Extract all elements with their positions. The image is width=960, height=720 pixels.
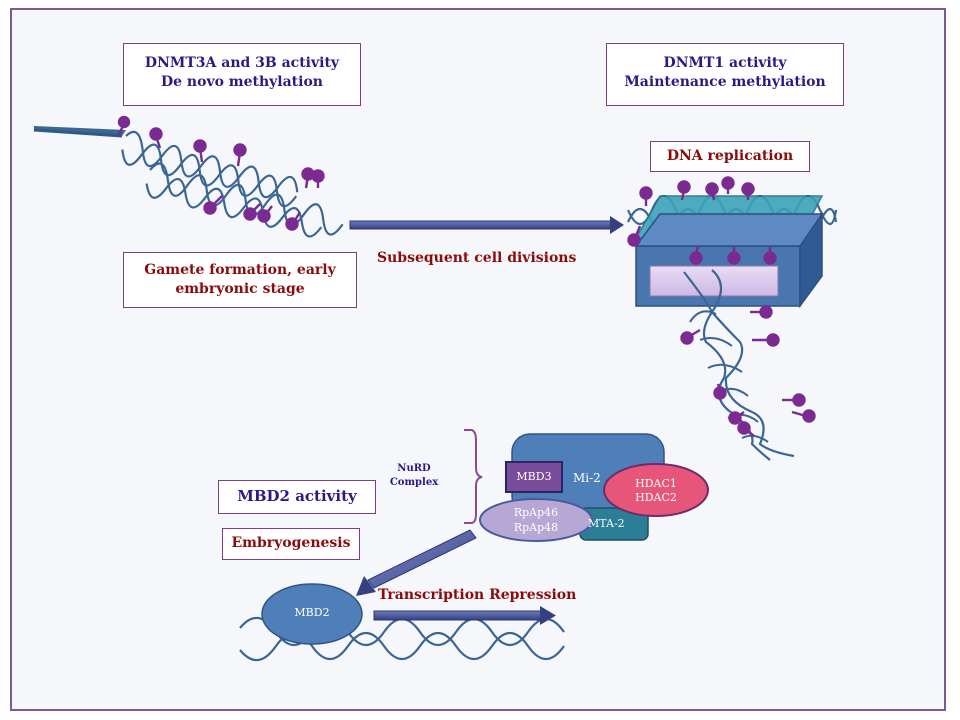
hdac-label: HDAC1 HDAC2 (606, 477, 706, 505)
rbap-label: RpAp46 RpAp48 (486, 505, 586, 535)
arrow-to-mbd2 (356, 529, 477, 596)
rbap-line1: RpAp46 (513, 506, 559, 519)
dnmt3-line2: De novo methylation (161, 74, 323, 90)
mbd3-subunit (505, 461, 563, 493)
mi2-label: Mi-2 (573, 471, 601, 485)
nurd-bracket (464, 429, 483, 524)
nurd-label: NuRD Complex (384, 462, 444, 490)
hdac-subunit (603, 463, 709, 517)
gamete-line1: Gamete formation, early (144, 262, 336, 278)
methyl-marks-maintenance (627, 176, 816, 437)
dna-helix-de-novo (33, 115, 344, 238)
dnmt3-activity-box: DNMT3A and 3B activity De novo methylati… (123, 43, 361, 106)
cell-divisions-label: Subsequent cell divisions (377, 250, 577, 266)
replication-label: DNA replication (666, 148, 794, 164)
gamete-line2: embryonic stage (175, 281, 305, 297)
arrow-cell-divisions (349, 216, 624, 234)
hdac-line1: HDAC1 (635, 477, 677, 490)
mta2-label: MTA-2 (588, 517, 625, 530)
diagram-frame (10, 8, 946, 711)
embryogenesis-box: Embryogenesis (222, 528, 360, 560)
transcription-repression-label: Transcription Repression (378, 587, 577, 603)
rbap-subunit (479, 498, 593, 542)
nurd-complex (479, 433, 709, 542)
dnmt1-line2: Maintenance methylation (624, 74, 826, 90)
dnmt1-line1: DNMT1 activity (663, 55, 787, 71)
gamete-box: Gamete formation, early embryonic stage (123, 252, 357, 308)
mbd2-activity-box: MBD2 activity (218, 480, 376, 514)
mbd2-protein (261, 583, 363, 645)
nurd-line2: Complex (389, 477, 439, 488)
arrow-repression (373, 606, 556, 625)
replication-machinery (626, 176, 838, 461)
embryogenesis-label: Embryogenesis (231, 535, 351, 551)
dnmt1-activity-box: DNMT1 activity Maintenance methylation (606, 43, 844, 106)
dnmt3-line1: DNMT3A and 3B activity (144, 55, 340, 71)
mbd3-label: MBD3 (516, 470, 552, 483)
mbd2-activity-label: MBD2 activity (237, 487, 357, 505)
hdac-line2: HDAC2 (635, 491, 677, 504)
mbd2-label: MBD2 (294, 606, 330, 619)
nurd-line1: NuRD (397, 463, 431, 474)
rbap-line2: RpAp48 (513, 521, 559, 534)
replication-box: DNA replication (650, 141, 810, 172)
methyl-marks-de-novo (116, 115, 325, 231)
